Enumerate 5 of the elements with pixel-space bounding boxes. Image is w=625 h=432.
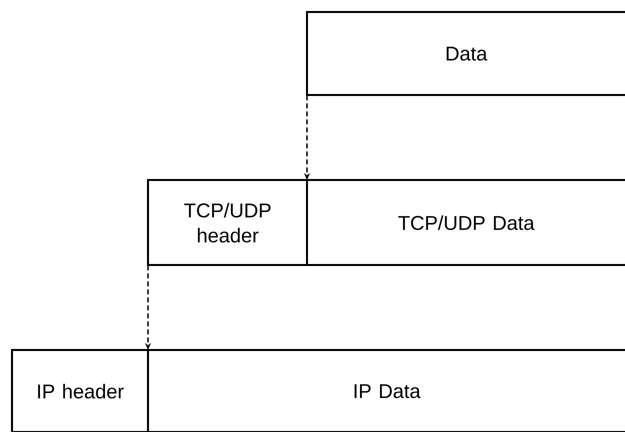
header-box: IP header <box>11 349 149 432</box>
segment-box: TCP/UDP Data <box>306 179 625 266</box>
header-box: TCP/UDP header <box>147 179 308 266</box>
segment-box: IP Data <box>147 349 625 432</box>
segment-box: Data <box>306 11 625 96</box>
